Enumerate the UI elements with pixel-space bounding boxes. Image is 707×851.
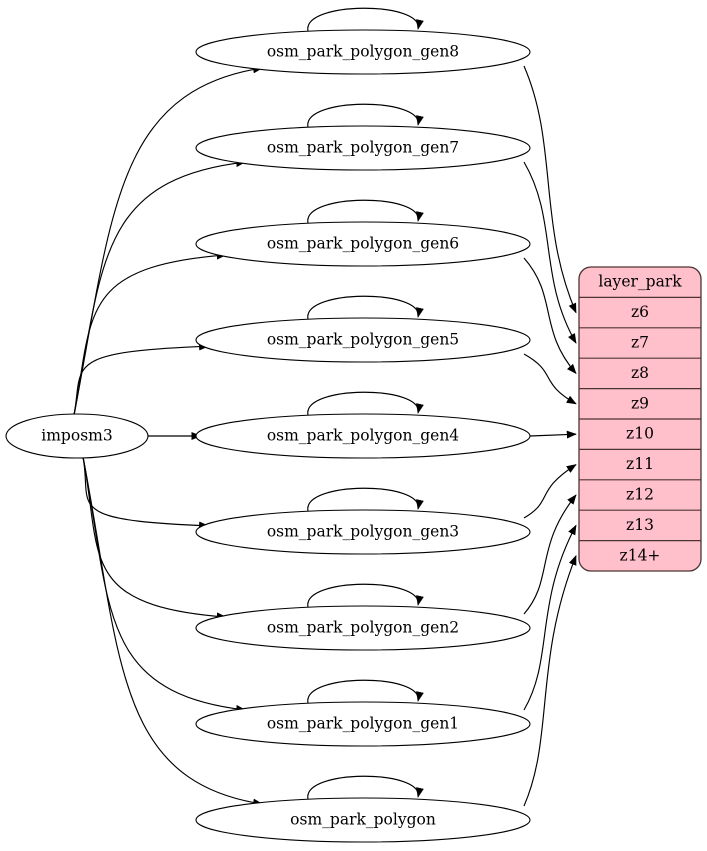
self-loop-edge-gen8 [307, 7, 424, 32]
node-label: osm_park_polygon_gen2 [267, 619, 459, 637]
self-loop-edge-base [307, 775, 424, 800]
node-label: osm_park_polygon_gen4 [267, 427, 459, 445]
self-loop-edge-gen4 [307, 391, 424, 416]
edge-gen1-to-z13 [523, 524, 577, 711]
edge-gen7-to-z7 [523, 161, 577, 344]
table-row-z9: z9 [631, 394, 649, 412]
self-loop-edge-gen2 [307, 583, 424, 608]
table-row-z11: z11 [626, 455, 654, 473]
node-label: osm_park_polygon_gen7 [267, 139, 459, 157]
edge-gen5-to-z9 [523, 353, 577, 405]
edge-gen2-to-z12 [523, 494, 577, 615]
node-gen2[interactable]: osm_park_polygon_gen2 [195, 605, 531, 651]
self-loop-edge-gen7 [307, 103, 424, 128]
edge-gen6-to-z8 [523, 257, 577, 375]
node-imposm3[interactable]: imposm3 [5, 413, 149, 459]
edge-group-source [73, 65, 264, 807]
edge-base-to-z14plus [523, 555, 577, 807]
table-row-z8: z8 [631, 364, 649, 382]
edge-imposm3-to-gen7 [73, 159, 247, 416]
edge-group-selfloop [307, 7, 424, 800]
node-gen7[interactable]: osm_park_polygon_gen7 [195, 125, 531, 171]
node-gen3[interactable]: osm_park_polygon_gen3 [195, 509, 531, 555]
edge-imposm3-to-gen3 [82, 456, 210, 530]
node-label: osm_park_polygon_gen1 [267, 715, 459, 733]
layer-park-table: layer_park z6 z7 z8 z9 z10 z11 z12 z13 z14+ [578, 266, 702, 572]
self-loop-edge-gen1 [307, 679, 424, 704]
node-label: osm_park_polygon_gen3 [267, 523, 459, 541]
edge-imposm3-to-gen5 [73, 342, 210, 416]
node-group: imposm3 osm_park_polygon_gen8 osm_park_pol… [5, 29, 531, 843]
edge-group-table [523, 65, 577, 807]
table-row-z10: z10 [626, 425, 654, 443]
node-gen8[interactable]: osm_park_polygon_gen8 [195, 29, 531, 75]
node-base[interactable]: osm_park_polygon [195, 797, 531, 843]
edge-imposm3-to-gen2 [82, 456, 227, 621]
node-label: osm_park_polygon_gen6 [267, 235, 459, 253]
self-loop-edge-gen6 [307, 199, 424, 224]
table-row-z13: z13 [626, 516, 654, 534]
node-gen1[interactable]: osm_park_polygon_gen1 [195, 701, 531, 747]
edge-gen8-to-z6 [523, 65, 577, 314]
node-label: osm_park_polygon [290, 811, 436, 829]
node-label: imposm3 [41, 427, 112, 445]
table-row-z6: z6 [631, 303, 649, 321]
node-label: osm_park_polygon_gen5 [267, 331, 459, 349]
table-row-z12: z12 [626, 486, 654, 504]
edge-imposm3-to-gen1 [82, 456, 247, 713]
edge-imposm3-to-gen6 [73, 251, 227, 416]
table-row-z7: z7 [631, 334, 649, 352]
self-loop-edge-gen5 [307, 295, 424, 320]
edge-gen3-to-z11 [523, 464, 577, 519]
table-header-layer-park: layer_park [598, 273, 682, 291]
table-row-z14plus: z14+ [620, 546, 661, 564]
node-gen6[interactable]: osm_park_polygon_gen6 [195, 221, 531, 267]
node-gen5[interactable]: osm_park_polygon_gen5 [195, 317, 531, 363]
node-label: osm_park_polygon_gen8 [267, 43, 459, 61]
self-loop-edge-gen3 [307, 487, 424, 512]
edge-imposm3-to-base [82, 456, 264, 807]
edge-gen4-to-z10 [529, 430, 577, 439]
node-gen4[interactable]: osm_park_polygon_gen4 [195, 413, 531, 459]
